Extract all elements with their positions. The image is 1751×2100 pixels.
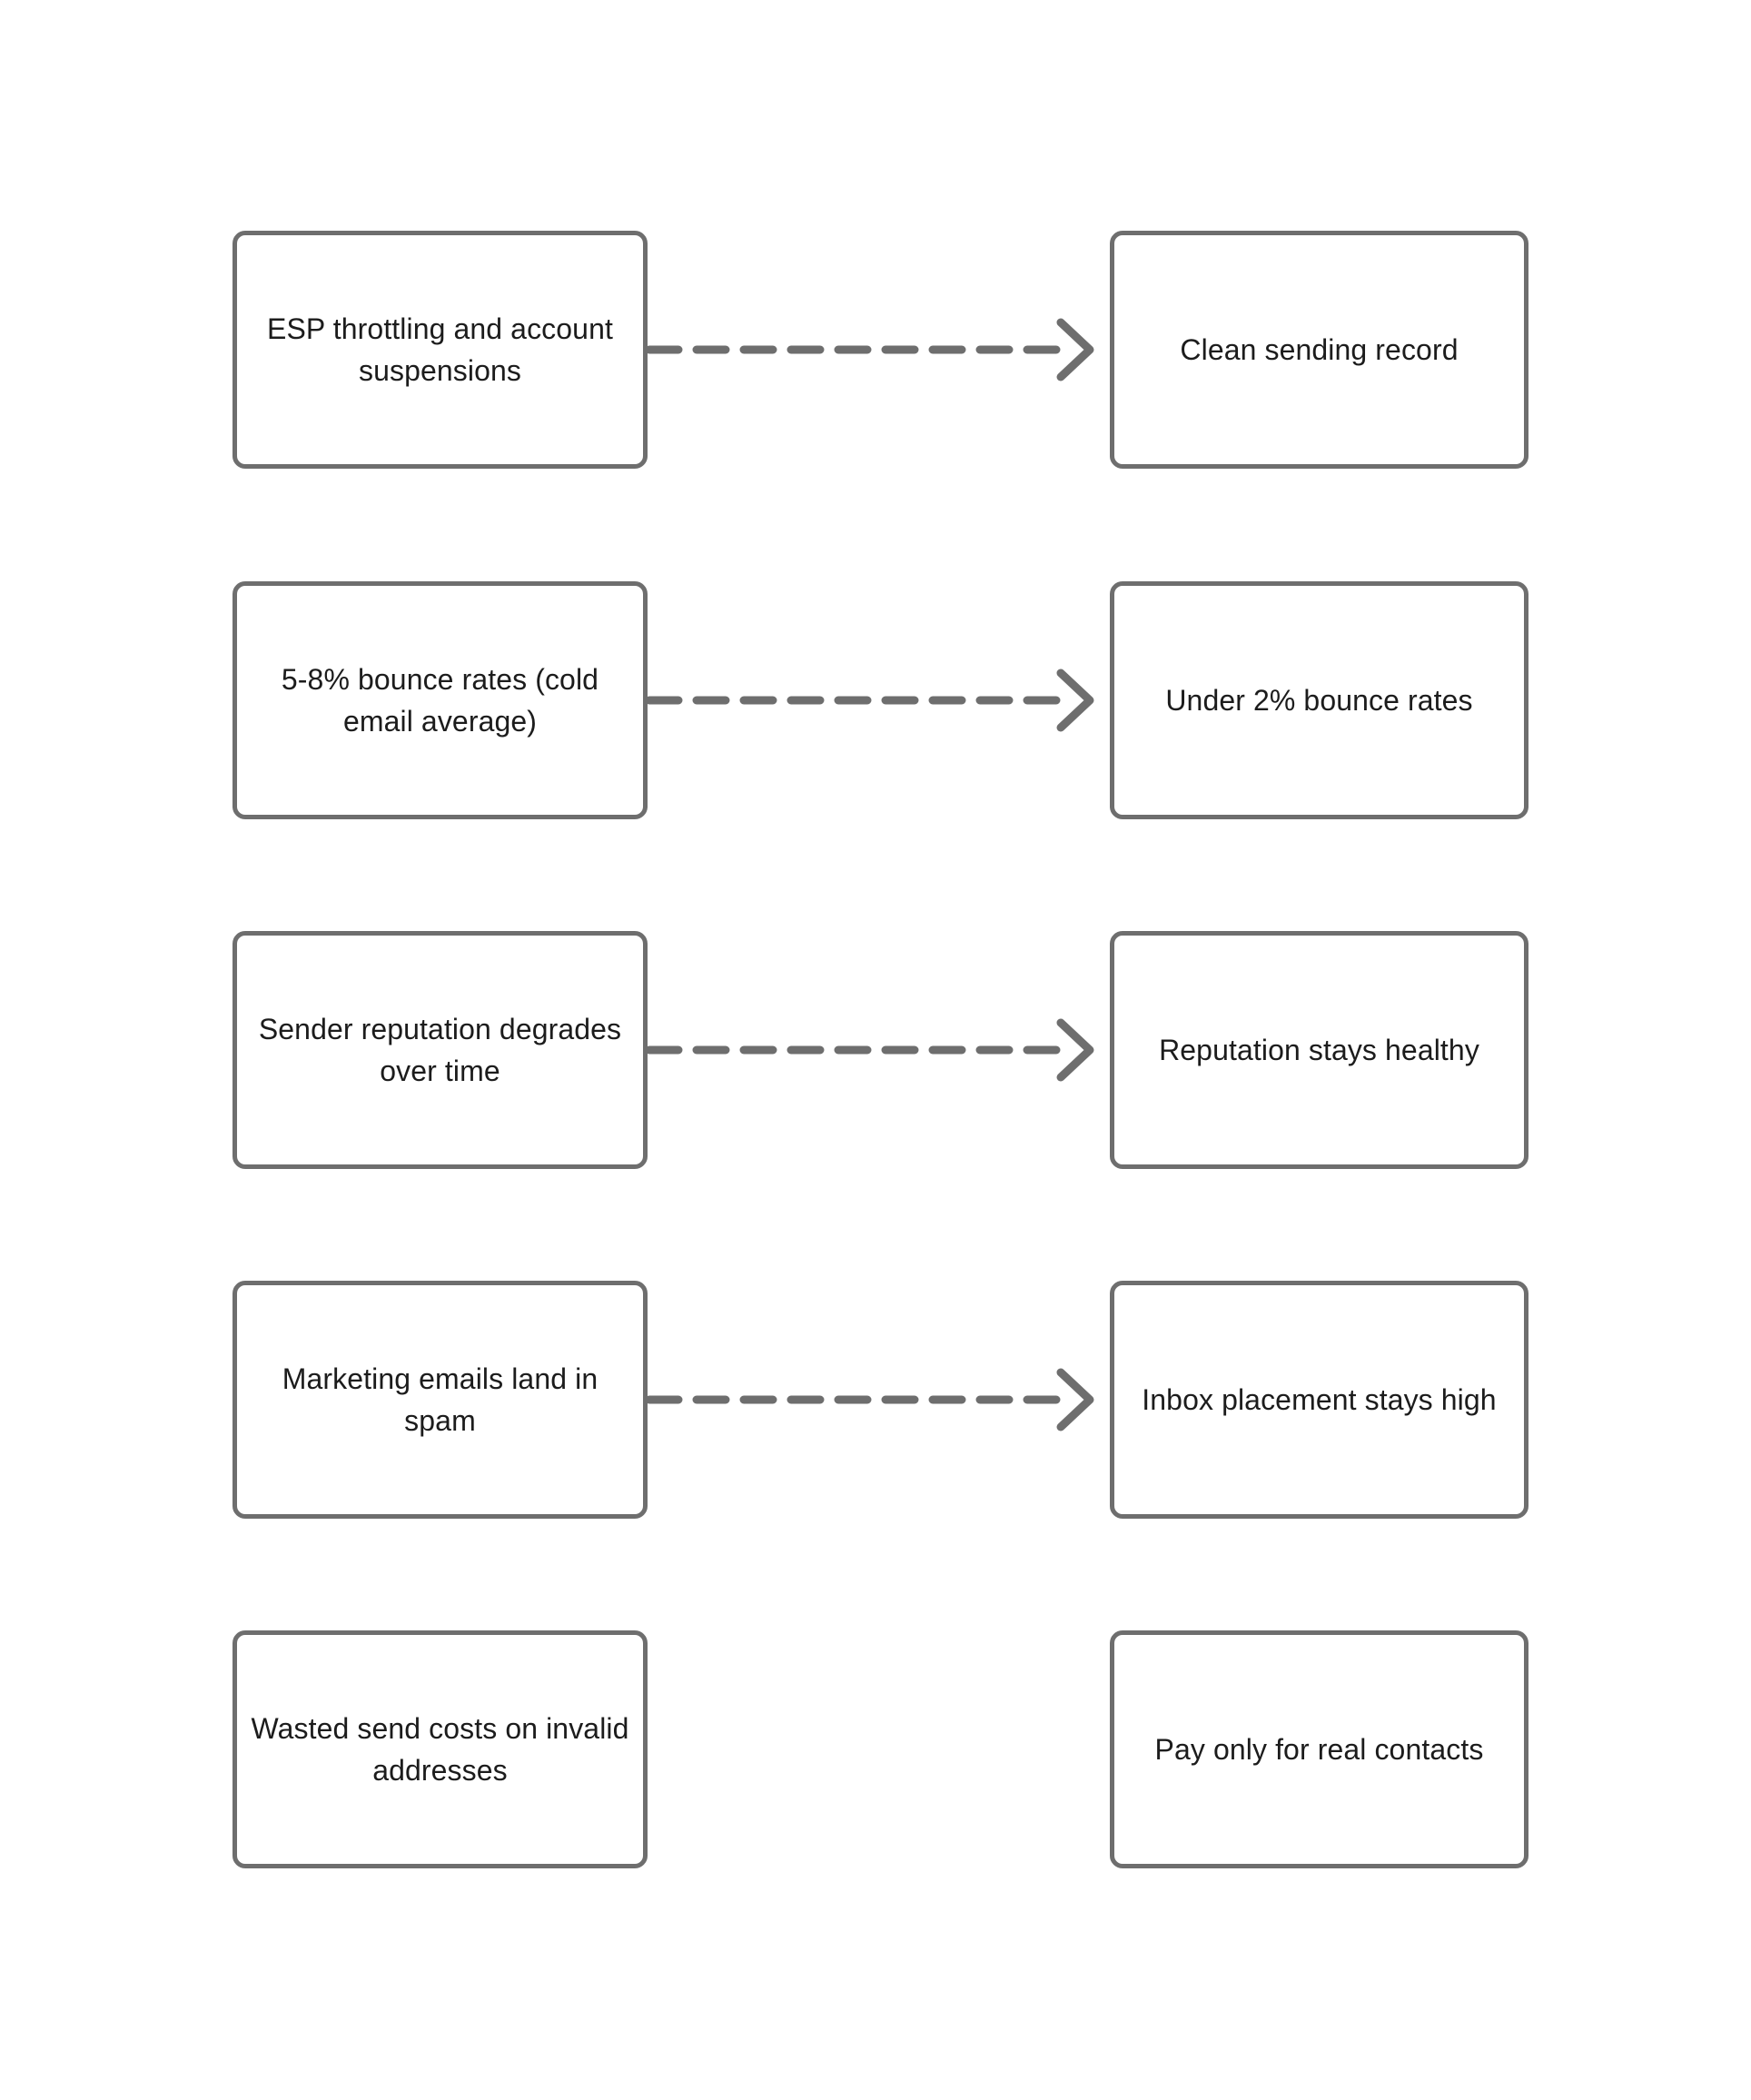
diagram-row: ESP throttling and account suspensions C… xyxy=(0,231,1751,469)
outcome-node[interactable]: Clean sending record xyxy=(1110,231,1528,469)
outcome-node[interactable]: Under 2% bounce rates xyxy=(1110,581,1528,819)
problem-node[interactable]: Marketing emails land in spam xyxy=(232,1281,648,1519)
outcome-node-label: Under 2% bounce rates xyxy=(1165,683,1473,717)
problem-node[interactable]: 5-8% bounce rates (cold email average) xyxy=(232,581,648,819)
outcome-node[interactable]: Pay only for real contacts xyxy=(1110,1630,1528,1868)
dashed-arrow-icon xyxy=(645,1015,1110,1085)
problem-node-label: Wasted send costs on invalid addresses xyxy=(251,1711,629,1787)
problem-node-label: ESP throttling and account suspensions xyxy=(267,312,613,387)
outcome-node[interactable]: Inbox placement stays high xyxy=(1110,1281,1528,1519)
outcome-node-label: Inbox placement stays high xyxy=(1142,1382,1497,1416)
problem-node[interactable]: Sender reputation degrades over time xyxy=(232,931,648,1169)
diagram-row: Wasted send costs on invalid addresses Pa… xyxy=(0,1630,1751,1868)
diagram-row: 5-8% bounce rates (cold email average) U… xyxy=(0,581,1751,819)
diagram-row: Sender reputation degrades over time Rep… xyxy=(0,931,1751,1169)
diagram-row: Marketing emails land in spam Inbox plac… xyxy=(0,1281,1751,1519)
problem-node[interactable]: ESP throttling and account suspensions xyxy=(232,231,648,469)
outcome-node-label: Clean sending record xyxy=(1180,332,1459,366)
problem-node[interactable]: Wasted send costs on invalid addresses xyxy=(232,1630,648,1868)
dashed-arrow-icon xyxy=(645,315,1110,384)
problem-node-label: 5-8% bounce rates (cold email average) xyxy=(281,662,599,738)
outcome-node[interactable]: Reputation stays healthy xyxy=(1110,931,1528,1169)
outcome-node-label: Pay only for real contacts xyxy=(1154,1732,1484,1766)
problem-node-label: Marketing emails land in spam xyxy=(282,1362,599,1437)
dashed-arrow-icon xyxy=(645,1365,1110,1434)
dashed-arrow-icon xyxy=(645,666,1110,735)
problem-node-label: Sender reputation degrades over time xyxy=(258,1012,622,1087)
outcome-node-label: Reputation stays healthy xyxy=(1159,1033,1479,1066)
